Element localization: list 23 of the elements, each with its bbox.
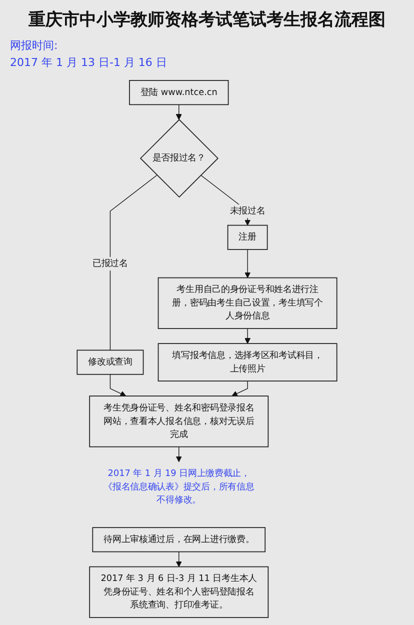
process-box: 考生凭身份证号、姓名和密码登录报名网站，查看本人报名信息，核对无误后完成 xyxy=(89,396,269,448)
arrow xyxy=(232,380,248,396)
process-box: 待网上审核通过后，在网上进行缴费。 xyxy=(92,527,266,552)
arrow xyxy=(176,551,182,568)
process-box: 注册 xyxy=(227,224,268,250)
connector-line xyxy=(110,174,158,351)
title: 重庆市中小学教师资格考试笔试考生报名流程图 xyxy=(28,9,386,31)
process-box: 登陆 www.ntce.cn xyxy=(129,80,229,106)
process-box: 修改或查询 xyxy=(76,350,144,375)
arrow xyxy=(244,249,251,278)
edge-label: 未报过名 xyxy=(230,204,266,218)
process-box: 填写报考信息，选择考区和考试科目，上传照片 xyxy=(158,343,338,382)
edge-label: 已报过名 xyxy=(92,256,128,270)
arrow xyxy=(176,446,182,462)
note-text: 2017 年 1 月 19 日网上缴费截止，《报名信息确认表》提交后，所有信息不得修改。 xyxy=(104,468,254,506)
process-box: 2017 年 3 月 6 日-3 月 11 日考生本人凭身份证号、姓名和个人密码登陆报名系统查询、打印准考证。 xyxy=(89,566,269,618)
arrow xyxy=(244,328,251,344)
date-text: 2017 年 1 月 13 日-1 月 16 日 xyxy=(10,55,167,70)
process-box: 考生用自己的身份证号和姓名进行注册，密码由考生自己设置，考生填写个人身份信息 xyxy=(158,277,338,329)
note-heading: 网报时间: xyxy=(10,38,58,53)
arrow xyxy=(176,104,182,120)
decision-diamond: 是否报过名？ xyxy=(140,119,219,198)
arrow xyxy=(110,374,126,396)
